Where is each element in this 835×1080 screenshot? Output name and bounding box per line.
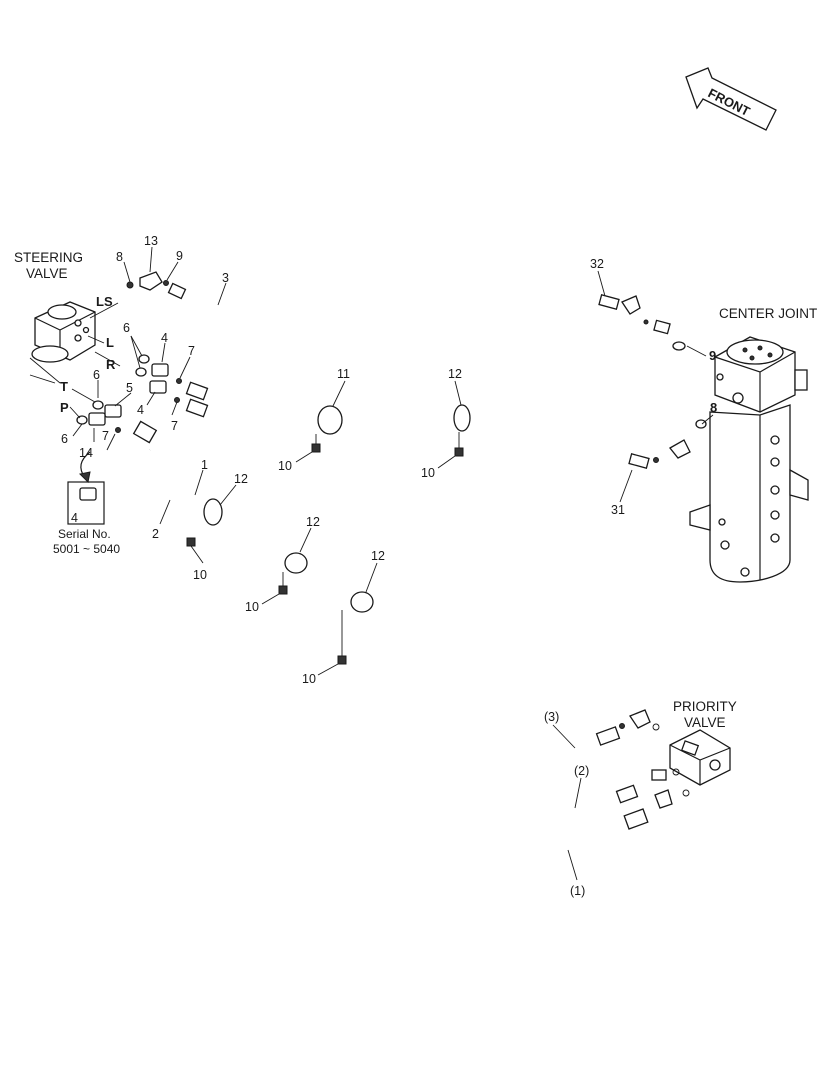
callout-31: 31 (611, 503, 625, 517)
adapter-4-middle (149, 380, 167, 394)
clamp-12-c (350, 591, 374, 613)
steering-valve-caption-1: STEERING (14, 250, 83, 265)
center-joint (689, 336, 809, 583)
clamps (203, 404, 471, 613)
bolt-10-a (311, 443, 321, 453)
callout-4-c: 4 (71, 511, 78, 525)
steering-fittings (76, 271, 209, 444)
priority-valve (669, 729, 731, 786)
part-callouts: 13 8 9 3 6 4 7 6 5 4 7 6 7 14 4 1 2 11 1… (61, 234, 625, 898)
port-label-p: P (60, 400, 69, 415)
bolt-10-e (337, 655, 347, 665)
callout-5: 5 (126, 381, 133, 395)
hose-bundle (146, 290, 637, 850)
callout-4-a: 4 (161, 331, 168, 345)
port-labels: LS L R T P 9 8 (60, 294, 717, 415)
leader-lines (69, 246, 714, 881)
bolts (186, 432, 464, 665)
callout-8: 8 (116, 250, 123, 264)
port-label-l: L (106, 335, 114, 350)
serial-caption-2: 5001 ~ 5040 (53, 542, 120, 556)
clamp-11 (317, 405, 343, 435)
callout-2: 2 (152, 527, 159, 541)
callout-4-b: 4 (137, 403, 144, 417)
callout-10-a: 10 (278, 459, 292, 473)
callout-1: 1 (201, 458, 208, 472)
serial-inset (67, 451, 105, 525)
adapter-4-upper (151, 363, 169, 377)
bolt-10-d (278, 585, 288, 595)
callout-hose-2: (2) (574, 764, 589, 778)
callout-12-a: 12 (448, 367, 462, 381)
callout-9: 9 (176, 249, 183, 263)
center-joint-fittings (598, 294, 707, 469)
callout-7-b: 7 (171, 419, 178, 433)
callout-10-c: 10 (193, 568, 207, 582)
serial-caption-1: Serial No. (58, 527, 111, 541)
serial-inset-box (67, 481, 105, 525)
callout-7-c: 7 (102, 429, 109, 443)
clamp-12-b (284, 552, 308, 574)
callout-10-b: 10 (421, 466, 435, 480)
callout-12-d: 12 (371, 549, 385, 563)
priority-valve-caption-2: VALVE (684, 715, 726, 730)
front-arrow: FRONT (685, 67, 777, 131)
center-joint-port-9: 9 (709, 348, 716, 363)
priority-valve-caption-1: PRIORITY (673, 699, 737, 714)
callout-hose-1: (1) (570, 884, 585, 898)
callout-10-e: 10 (302, 672, 316, 686)
priority-fittings (595, 709, 690, 830)
bolt-10-b (454, 447, 464, 457)
port-label-t: T (60, 379, 68, 394)
port-label-ls: LS (96, 294, 113, 309)
steering-valve-caption-2: VALVE (26, 266, 68, 281)
callout-3: 3 (222, 271, 229, 285)
clamp-12-a (203, 498, 223, 526)
callout-6-c: 6 (61, 432, 68, 446)
callout-13: 13 (144, 234, 158, 248)
adapter-5 (104, 404, 122, 418)
callout-12-b: 12 (234, 472, 248, 486)
callout-7-a: 7 (188, 344, 195, 358)
callout-6-a: 6 (123, 321, 130, 335)
callout-12-c: 12 (306, 515, 320, 529)
callout-14: 14 (79, 446, 93, 460)
callout-hose-3: (3) (544, 710, 559, 724)
bolt-10-c (186, 537, 196, 547)
callout-32: 32 (590, 257, 604, 271)
clamp-12-upper (453, 404, 471, 432)
steering-valve (29, 301, 96, 384)
port-label-r: R (106, 357, 116, 372)
center-joint-port-8: 8 (710, 400, 717, 415)
elbow-13 (139, 271, 163, 291)
center-joint-caption: CENTER JOINT (719, 306, 817, 321)
callout-10-d: 10 (245, 600, 259, 614)
callout-6-b: 6 (93, 368, 100, 382)
adapter-14 (88, 412, 106, 426)
captions: STEERING VALVE CENTER JOINT PRIORITY VAL… (14, 250, 817, 730)
callout-11: 11 (337, 367, 350, 381)
